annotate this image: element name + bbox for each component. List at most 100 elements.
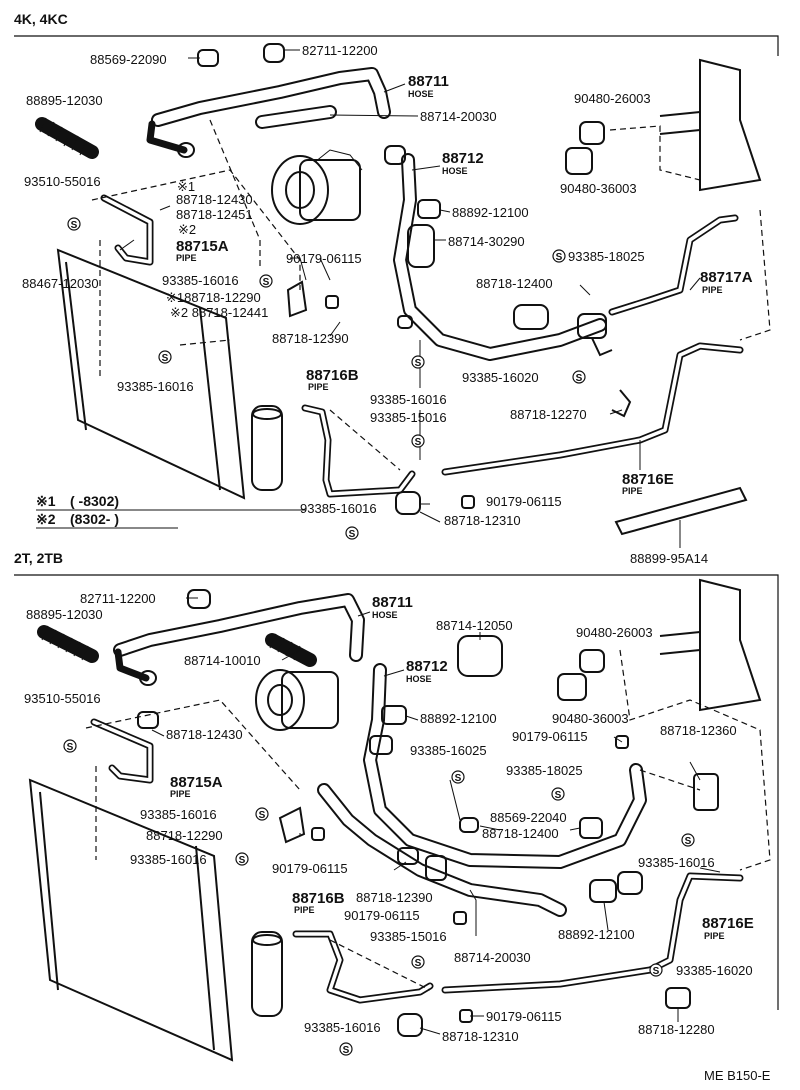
part-label: 88714-10010: [184, 653, 261, 668]
svg-text:S: S: [162, 353, 169, 364]
section2-parts: [28, 578, 762, 1062]
part-label: 88716B: [292, 890, 345, 907]
grommet: [369, 735, 393, 755]
clamp-88569-22040: [459, 817, 479, 833]
grommet-88892-12100: [589, 879, 617, 903]
part-label: 90480-26003: [576, 625, 653, 640]
part-label: 90179-06115: [512, 729, 588, 744]
clamp-88718-12310: [397, 1013, 423, 1037]
part-label: 82711-12200: [302, 43, 378, 58]
part-label: 88716E: [622, 471, 674, 488]
s-symbol: [411, 434, 425, 448]
part-label: 93510-55016: [24, 174, 101, 189]
part-label: 93385-18025: [568, 249, 645, 264]
part-label: 88714-20030: [420, 109, 497, 124]
pipe-88716E: [441, 342, 744, 476]
svg-text:S: S: [415, 437, 422, 448]
part-label: 88712: [406, 658, 448, 675]
compressor: [271, 149, 363, 225]
part-label: 93385-16025: [410, 743, 487, 758]
rubber-90480-26003: [579, 649, 605, 673]
part-label: 88714-12050: [436, 618, 513, 633]
part-label: 88718-12430: [166, 727, 243, 742]
part-label: 90179-06115: [272, 861, 348, 876]
clamp-88569-22090: [197, 49, 219, 67]
section2-leaders: [151, 597, 721, 1035]
part-label: 88717A: [700, 269, 753, 286]
condenser: [56, 248, 246, 500]
part-label: 88718-12430: [176, 192, 253, 207]
part-label: 88895-12030: [26, 607, 103, 622]
part-label: 88718-12360: [660, 723, 737, 738]
part-sub-label: PIPE: [176, 253, 197, 263]
section-header-2t: 2T, 2TB: [14, 550, 63, 566]
part-label: 88718-12390: [356, 890, 433, 905]
part-label: 88716B: [306, 367, 359, 384]
clamp-88718-12310: [395, 491, 421, 515]
clamp-82711-12200: [263, 43, 285, 63]
part-label: 90179-06115: [486, 1009, 562, 1024]
part-label: 93385-18025: [506, 763, 583, 778]
rubber-90480-36003: [565, 147, 593, 175]
part-label: 93385-15016: [370, 410, 447, 425]
part-label: 88712: [442, 150, 484, 167]
part-label: 93385-16016: [638, 855, 715, 870]
fitting: [177, 142, 195, 158]
clip-88718-12270: [611, 389, 632, 418]
s-symbol: [345, 526, 359, 540]
part-label: 88718-12290: [146, 828, 223, 843]
section1-parts: [35, 43, 762, 536]
s-symbol: [572, 370, 586, 384]
nut-90179-06115: [325, 295, 339, 309]
s-symbol: [552, 249, 566, 263]
note-2-mark: ※2: [36, 511, 56, 527]
part-label: 90179-06115: [486, 494, 562, 509]
clip-88718-12400: [579, 817, 603, 839]
svg-text:S: S: [555, 790, 562, 801]
part-label: 88467-12030: [22, 276, 99, 291]
part-label: 93385-16020: [462, 370, 539, 385]
fitting: [139, 670, 157, 686]
section1-frame: [14, 35, 779, 56]
engine-bay-outline: [699, 58, 762, 192]
nut-90179-06115: [461, 495, 475, 509]
s-symbol: [158, 350, 172, 364]
coil-88895-12030: [37, 625, 99, 663]
part-sub-label: HOSE: [442, 166, 468, 176]
svg-text:S: S: [259, 810, 266, 821]
part-sub-label: PIPE: [294, 905, 315, 915]
pipe-88715A: [90, 718, 154, 784]
part-label: 93385-16016: [370, 392, 447, 407]
part-label: ※2 88718-12441: [170, 305, 268, 320]
part-label: 88718-12280: [638, 1022, 715, 1037]
svg-text:S: S: [576, 373, 583, 384]
clip: [591, 337, 613, 357]
part-sub-label: PIPE: [704, 931, 725, 941]
s-symbol: [235, 852, 249, 866]
part-sub-label: PIPE: [170, 789, 191, 799]
part-label: 88718-12270: [510, 407, 587, 422]
part-label: 88715A: [176, 238, 229, 255]
part-label: 88895-12030: [26, 93, 103, 108]
engine-bay-outline: [699, 578, 762, 712]
compressor: [255, 669, 339, 731]
note-mark: ※2: [178, 222, 196, 237]
firewall-fittings: [659, 111, 701, 135]
s-symbol: [259, 274, 273, 288]
part-label: 90480-26003: [574, 91, 651, 106]
svg-text:S: S: [685, 836, 692, 847]
pipe-88717A: [608, 214, 739, 316]
clip-88718-12390: [397, 315, 413, 329]
sleeve-88714-30290: [407, 224, 435, 268]
part-label: 88714-30290: [448, 234, 525, 249]
svg-text:S: S: [71, 220, 78, 231]
part-label: 90480-36003: [560, 181, 637, 196]
coil-88714-10010: [265, 633, 317, 667]
note-mark: ※1: [177, 179, 195, 194]
section1-labels: 88569-22090 82711-12200 88711 HOSE 88895…: [22, 43, 753, 566]
hose-88711-end: [146, 120, 188, 154]
nut-90179-06115: [453, 911, 467, 925]
part-sub-label: HOSE: [406, 674, 432, 684]
section1-dashed-lines: [91, 119, 771, 471]
